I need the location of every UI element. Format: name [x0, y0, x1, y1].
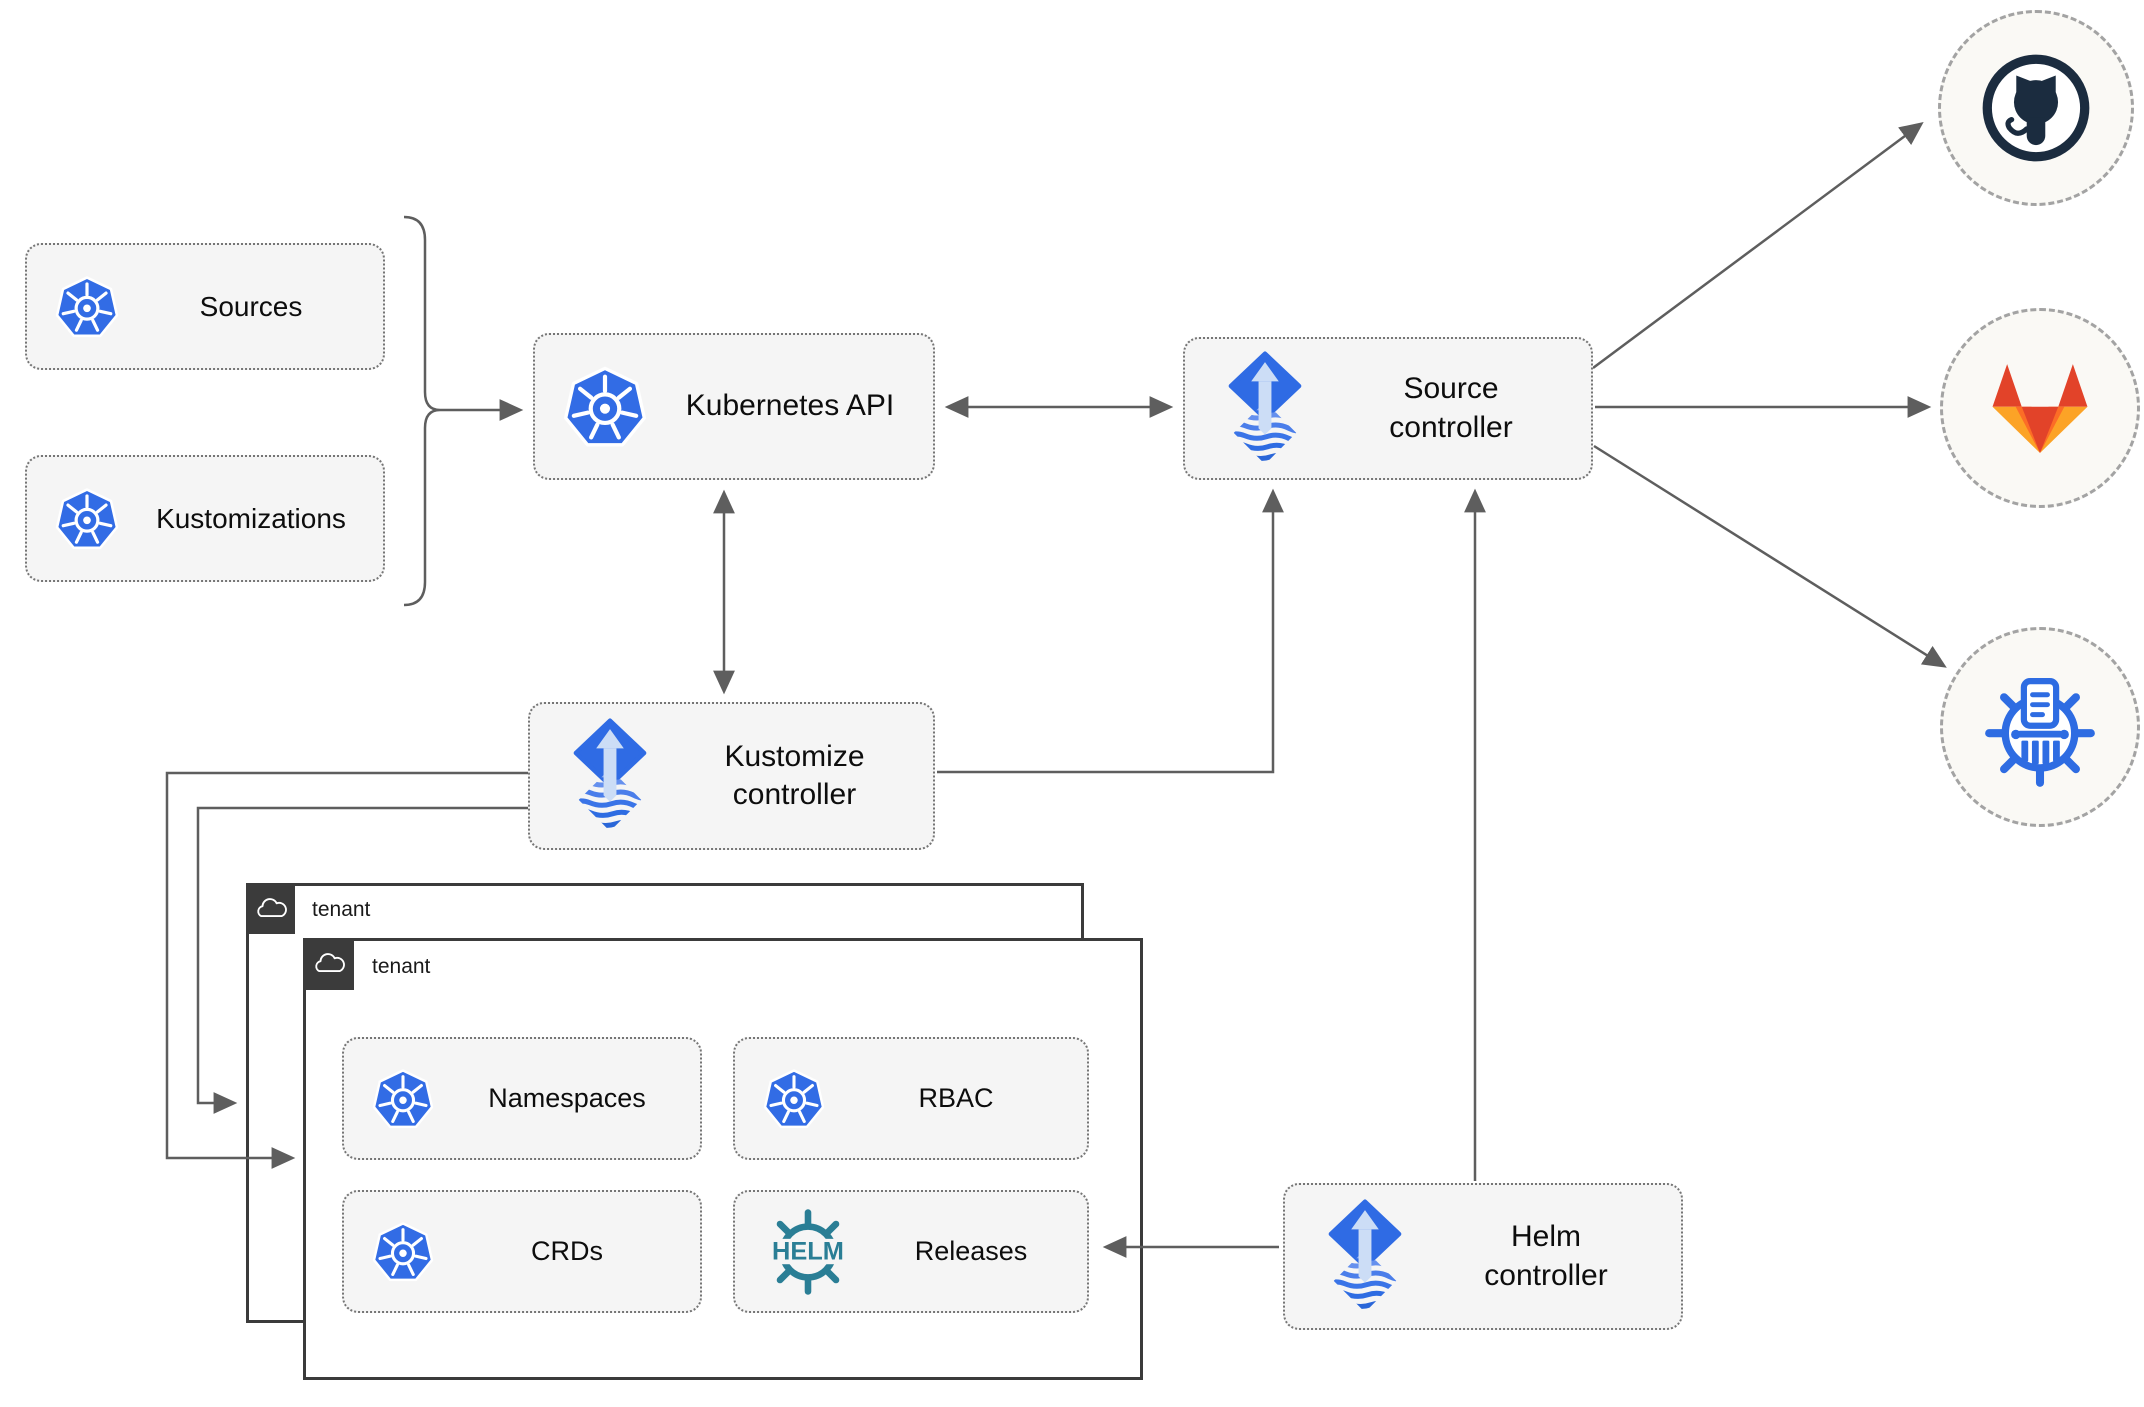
node-label: Source controller	[1389, 372, 1513, 444]
arrow-kustomize-to-tenant-inner	[165, 771, 528, 1169]
brace	[403, 215, 441, 607]
node-label: RBAC	[918, 1083, 994, 1114]
node-label: Kustomizations	[156, 502, 346, 534]
github-endpoint	[1938, 10, 2134, 206]
node-label: Helm controller	[1484, 1220, 1608, 1292]
tenant-tab	[246, 883, 295, 934]
node-label: Releases	[914, 1236, 1028, 1267]
node-kustomizations: Kustomizations	[25, 455, 385, 582]
node-kustomize-controller: Kustomize controller	[528, 702, 935, 850]
registry-endpoint	[1940, 627, 2140, 827]
svg-text:HELM: HELM	[772, 1237, 844, 1265]
node-label: Kustomize controller	[724, 739, 865, 811]
helm-wheel-icon: HELM	[761, 1208, 855, 1295]
oci-registry-icon	[1985, 678, 2095, 787]
kubernetes-icon	[564, 366, 646, 446]
node-source-controller: Source controller	[1183, 337, 1593, 480]
tenant-label: tenant	[372, 955, 431, 978]
cloud-icon	[256, 897, 287, 917]
arrow-source-to-registry	[1593, 444, 1947, 668]
kubernetes-icon	[372, 1221, 434, 1281]
cloud-icon	[314, 953, 345, 973]
node-label: Sources	[199, 290, 303, 322]
node-rbac: RBAC	[733, 1037, 1089, 1160]
arrow-kustomize-to-tenant-outer	[196, 806, 528, 1114]
arrow-kustomize-to-source	[937, 488, 1284, 774]
gitlab-tanuki-icon	[1992, 364, 2088, 454]
node-releases: HELM Releases	[733, 1190, 1089, 1313]
github-octocat-icon	[1982, 54, 2090, 162]
flux-icon	[1228, 351, 1302, 464]
flux-icon	[1328, 1199, 1402, 1312]
node-helm-controller: Helm controller	[1283, 1183, 1683, 1330]
tenant-tab	[303, 938, 354, 990]
node-sources: Sources	[25, 243, 385, 370]
kubernetes-icon	[55, 487, 119, 549]
tenant-label: tenant	[312, 898, 371, 921]
node-namespaces: Namespaces	[342, 1037, 702, 1160]
kubernetes-icon	[372, 1068, 434, 1128]
node-crds: CRDs	[342, 1190, 702, 1313]
kubernetes-icon	[55, 275, 119, 337]
node-label: CRDs	[531, 1236, 603, 1267]
node-label: Kubernetes API	[685, 389, 895, 423]
node-label: Namespaces	[488, 1083, 646, 1114]
flux-icon	[573, 718, 647, 832]
arrow-source-to-github	[1592, 122, 1924, 370]
kubernetes-icon	[763, 1068, 825, 1128]
gitlab-endpoint	[1940, 308, 2140, 508]
node-kubernetes-api: Kubernetes API	[533, 333, 935, 480]
